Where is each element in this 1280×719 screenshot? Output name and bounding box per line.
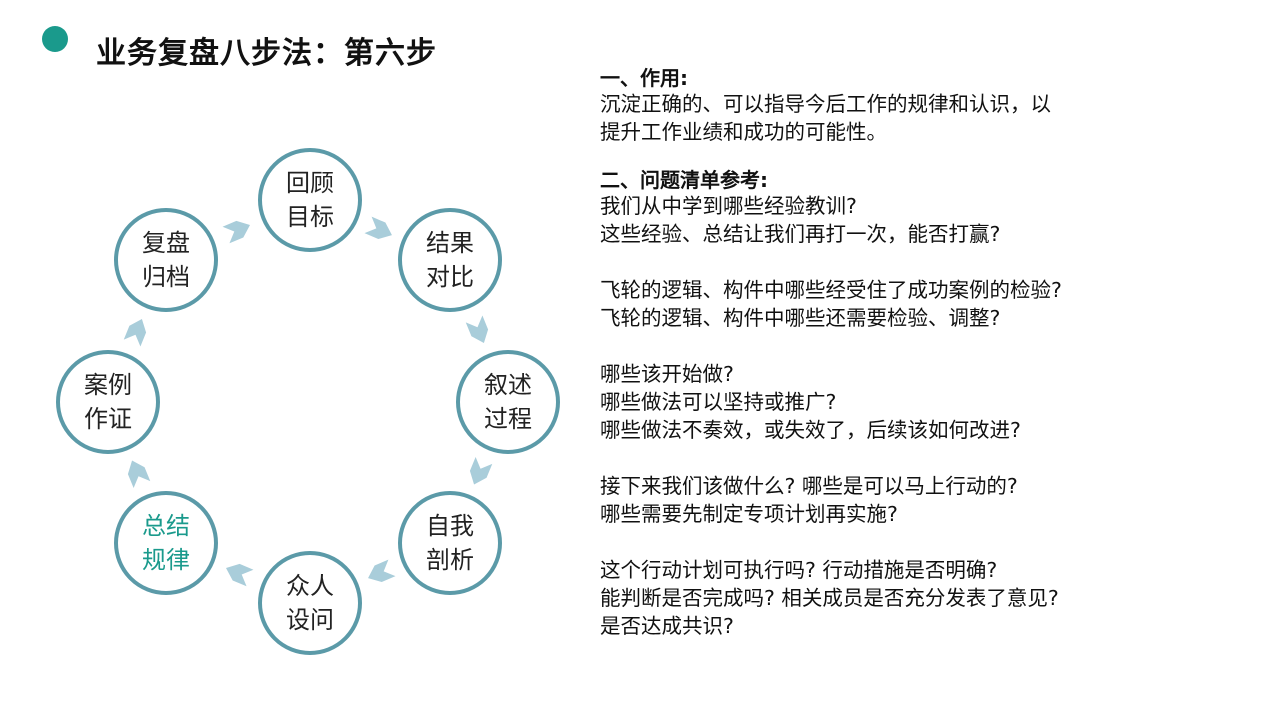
page-title: 业务复盘八步法：第六步 — [96, 36, 437, 71]
question-line: 哪些做法可以坚持或推广? — [600, 390, 837, 414]
step-node-ring-5 — [258, 551, 362, 655]
step-node-ring-1 — [258, 148, 362, 252]
question-group: 这个行动计划可执行吗? 行动措施是否明确? 能判断是否完成吗? 相关成员是否充分… — [600, 556, 1260, 640]
step-node-ring-7 — [56, 350, 160, 454]
step-node-text: 总结 — [142, 512, 190, 540]
step-node-label-1: 回顾目标 — [260, 166, 360, 234]
step-node-label-6: 总结规律 — [116, 509, 216, 577]
flow-arrow-icon — [469, 457, 493, 485]
step-node-ring-2 — [398, 208, 502, 312]
step-node-label-4: 自我剖析 — [400, 509, 500, 577]
step-node-text: 对比 — [426, 263, 474, 291]
step-node-text: 众人 — [286, 572, 334, 600]
step-node-label-5: 众人设问 — [260, 569, 360, 637]
step-node-text: 案例 — [84, 371, 132, 399]
step-node-text: 过程 — [484, 405, 532, 433]
step-node-ring-6 — [114, 491, 218, 595]
question-line: 接下来我们该做什么? 哪些是可以马上行动的? — [600, 474, 1018, 498]
section-1-title: 一、作用: — [600, 66, 688, 90]
section-1-line: 提升工作业绩和成功的可能性。 — [600, 120, 887, 144]
flow-arrow-icon — [127, 460, 151, 488]
question-group: 接下来我们该做什么? 哪些是可以马上行动的? 哪些需要先制定专项计划再实施? — [600, 472, 1260, 528]
question-line: 能判断是否完成吗? 相关成员是否充分发表了意见? — [600, 586, 1059, 610]
right-panel: 一、作用: 沉淀正确的、可以指导今后工作的规律和认识，以 提升工作业绩和成功的可… — [600, 66, 1260, 640]
step-node-ring-4 — [398, 491, 502, 595]
question-line: 哪些该开始做? — [600, 362, 734, 386]
question-line: 是否达成共识? — [600, 614, 734, 638]
step-node-text: 自我 — [426, 512, 474, 540]
step-node-text: 作证 — [84, 405, 132, 433]
step-node-text: 设问 — [286, 606, 334, 634]
question-line: 飞轮的逻辑、构件中哪些经受住了成功案例的检验? — [600, 278, 1062, 302]
question-group: 哪些该开始做? 哪些做法可以坚持或推广? 哪些做法不奏效，或失效了，后续该如何改… — [600, 360, 1260, 444]
flow-arrow-icon — [364, 216, 392, 240]
step-node-text: 叙述 — [484, 371, 532, 399]
step-node-text: 结果 — [426, 229, 474, 257]
step-node-ring-3 — [456, 350, 560, 454]
question-line: 我们从中学到哪些经验教训? — [600, 194, 857, 218]
question-line: 这个行动计划可执行吗? 行动措施是否明确? — [600, 558, 998, 582]
step-node-text: 规律 — [142, 546, 190, 574]
step-node-text: 剖析 — [426, 546, 474, 574]
section-2-title: 二、问题清单参考: — [600, 168, 768, 192]
question-line: 哪些需要先制定专项计划再实施? — [600, 502, 898, 526]
step-node-text: 归档 — [142, 263, 190, 291]
section-1-line: 沉淀正确的、可以指导今后工作的规律和认识，以 — [600, 92, 1051, 116]
step-node-label-3: 叙述过程 — [458, 368, 558, 436]
flow-arrow-icon — [123, 318, 147, 347]
step-node-text: 目标 — [286, 203, 334, 231]
question-group: 飞轮的逻辑、构件中哪些经受住了成功案例的检验? 飞轮的逻辑、构件中哪些还需要检验… — [600, 276, 1260, 332]
question-line: 这些经验、总结让我们再打一次，能否打赢? — [600, 222, 1001, 246]
step-node-label-8: 复盘归档 — [116, 226, 216, 294]
step-node-text: 复盘 — [142, 229, 190, 257]
flow-arrow-icon — [222, 220, 250, 244]
question-line: 飞轮的逻辑、构件中哪些还需要检验、调整? — [600, 306, 1001, 330]
flow-arrow-icon — [368, 559, 396, 583]
step-node-text: 回顾 — [286, 169, 334, 197]
flow-arrow-icon — [225, 563, 254, 587]
step-node-ring-8 — [114, 208, 218, 312]
step-node-label-2: 结果对比 — [400, 226, 500, 294]
question-group: 我们从中学到哪些经验教训? 这些经验、总结让我们再打一次，能否打赢? — [600, 192, 1260, 248]
step-node-label-7: 案例作证 — [58, 368, 158, 436]
question-line: 哪些做法不奏效，或失效了，后续该如何改进? — [600, 418, 1021, 442]
flow-arrow-icon — [465, 315, 489, 344]
title-bullet-dot — [42, 26, 68, 52]
